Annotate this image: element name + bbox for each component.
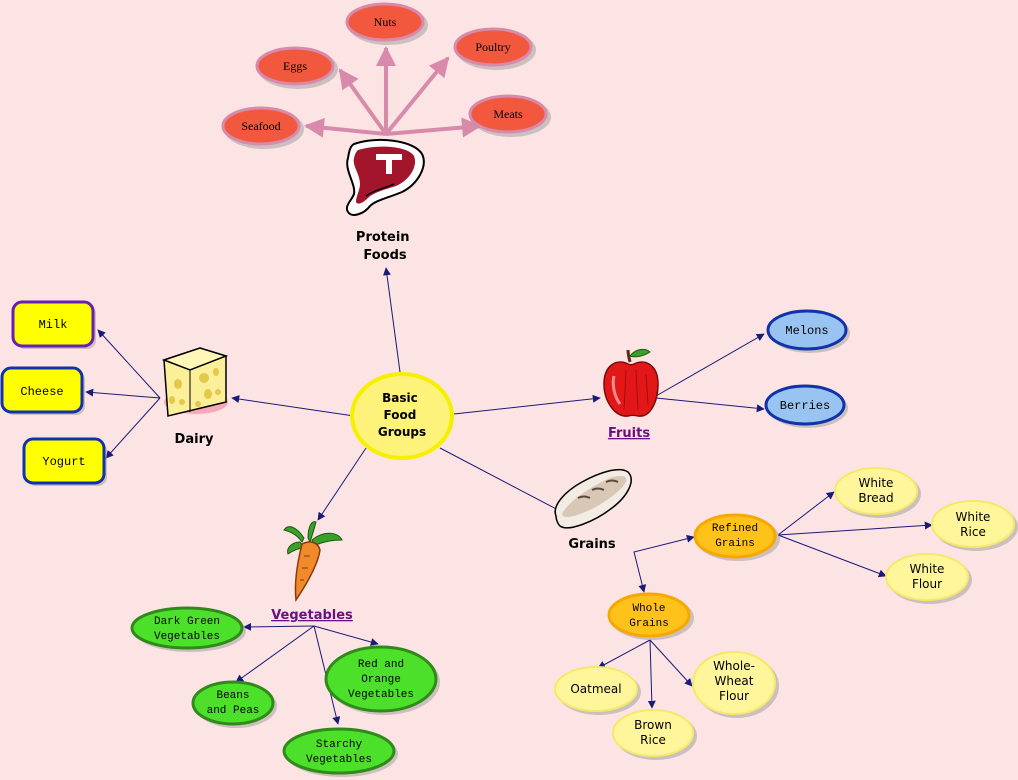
arrow-whole-wheat xyxy=(649,639,693,687)
arrow-dairy-yogurt xyxy=(105,397,161,459)
node-yogurt[interactable]: Yogurt xyxy=(22,437,107,486)
node-berries[interactable]: Berries xyxy=(764,384,848,428)
label-fruits[interactable]: Fruits xyxy=(608,426,650,441)
arrow-fruits-melons xyxy=(655,333,765,397)
arrow-protein-eggs xyxy=(338,68,388,136)
arrow-protein-seafood xyxy=(304,117,387,138)
svg-text:Cheese: Cheese xyxy=(20,385,63,399)
steak-icon xyxy=(345,138,425,216)
node-oatmeal[interactable]: Oatmeal xyxy=(554,666,641,715)
svg-text:Eggs: Eggs xyxy=(283,59,307,73)
fruit-nodes: Melons Berries xyxy=(764,309,850,428)
label-protein-foods: Protein Foods xyxy=(356,230,414,263)
svg-text:Melons: Melons xyxy=(785,324,828,338)
bread-icon xyxy=(554,468,632,529)
arrow-veg-darkgreen xyxy=(243,622,315,631)
node-meats[interactable]: Meats xyxy=(468,94,551,137)
arrow-protein-poultry xyxy=(384,56,450,136)
arrow-whole-oatmeal xyxy=(597,639,651,669)
svg-text:Nuts: Nuts xyxy=(374,15,397,29)
node-milk[interactable]: Milk xyxy=(11,300,96,349)
label-line: Foods xyxy=(363,248,407,263)
arrow-refined-bread xyxy=(777,491,835,536)
svg-text:Poultry: Poultry xyxy=(475,40,510,54)
node-melons[interactable]: Melons xyxy=(766,309,850,353)
node-poultry[interactable]: Poultry xyxy=(453,27,536,70)
svg-text:Meats: Meats xyxy=(493,107,523,121)
arrow-center-fruits xyxy=(453,394,601,415)
center-line: Food xyxy=(384,408,417,422)
svg-text:Yogurt: Yogurt xyxy=(42,455,85,469)
carrot-icon xyxy=(283,521,343,603)
arrow-refined-whole xyxy=(633,534,695,593)
node-seafood[interactable]: Seafood xyxy=(221,106,304,149)
svg-text:Seafood: Seafood xyxy=(241,119,280,133)
arrow-protein-meats xyxy=(385,117,482,138)
node-nuts[interactable]: Nuts xyxy=(345,2,428,45)
label-grains: Grains xyxy=(568,537,616,552)
svg-text:Oatmeal: Oatmeal xyxy=(570,682,621,696)
arrow-center-vegetables xyxy=(317,447,367,521)
arrow-center-protein xyxy=(382,267,401,373)
arrow-veg-redorange xyxy=(313,625,379,646)
dairy-nodes: Milk Cheese Yogurt xyxy=(0,300,107,486)
arrow-dairy-milk xyxy=(97,329,161,399)
label-vegetables[interactable]: Vegetables xyxy=(271,608,353,623)
label-dairy: Dairy xyxy=(175,432,214,447)
protein-nodes: Nuts Poultry Eggs Meats Seafood xyxy=(221,2,551,149)
arrow-refined-rice xyxy=(777,521,933,536)
svg-text:Berries: Berries xyxy=(780,399,830,413)
arrow-refined-flour xyxy=(777,534,887,578)
svg-text:Basic Food Groups: Basic Food Groups xyxy=(378,391,426,439)
arrow-veg-beans xyxy=(235,625,315,683)
arrow-center-dairy xyxy=(231,395,355,417)
center-line: Groups xyxy=(378,425,426,439)
category-labels: Protein Foods Dairy Grains Fruits Vegeta… xyxy=(175,230,651,623)
svg-text:Milk: Milk xyxy=(39,318,68,332)
node-eggs[interactable]: Eggs xyxy=(255,46,338,89)
arrow-center-grains xyxy=(439,447,563,513)
node-cheese[interactable]: Cheese xyxy=(0,366,85,415)
center-line: Basic xyxy=(382,391,418,405)
apple-icon xyxy=(603,348,659,417)
connectors xyxy=(85,46,933,725)
arrow-dairy-cheese xyxy=(85,388,161,399)
arrow-fruits-berries xyxy=(655,397,765,413)
cheese-icon xyxy=(161,347,229,417)
center-node: Basic Food Groups xyxy=(350,372,454,460)
arrow-whole-brownrice xyxy=(647,639,656,709)
label-line: Protein xyxy=(356,230,410,245)
